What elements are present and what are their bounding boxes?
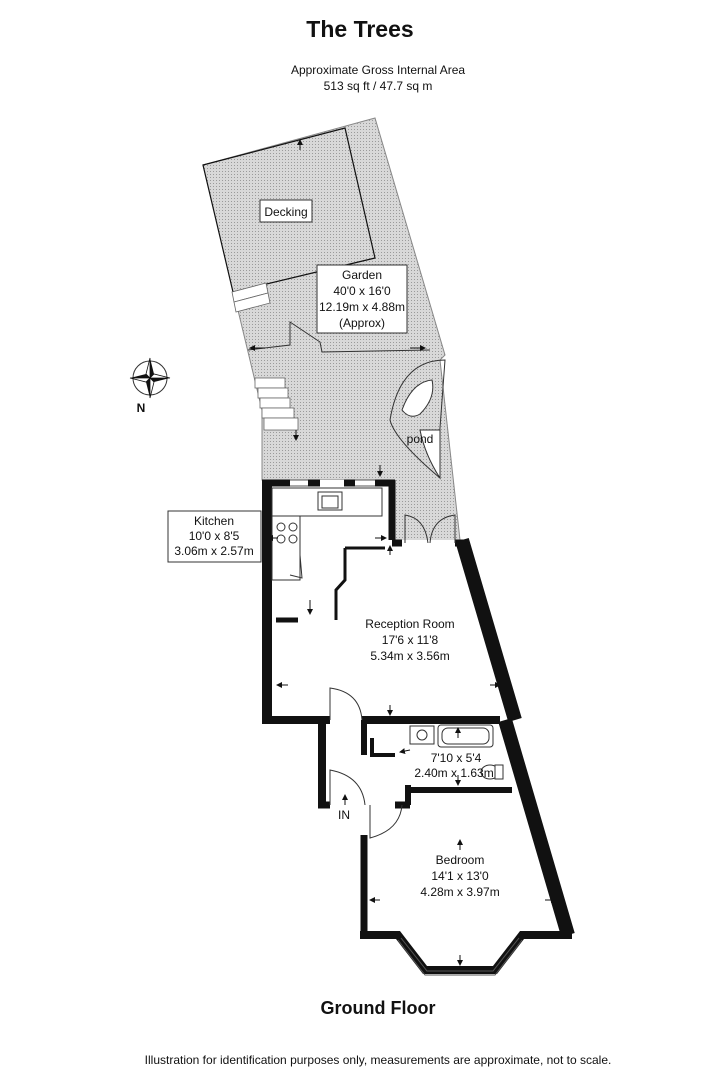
compass-icon	[129, 357, 171, 399]
bathroom-metric: 2.40m x 1.63m	[414, 766, 493, 780]
bathroom-imperial: 7'10 x 5'4	[431, 751, 482, 765]
garden-note: (Approx)	[339, 316, 385, 330]
garden-imperial: 40'0 x 16'0	[333, 284, 391, 298]
pond-label: pond	[407, 432, 434, 446]
plan-title: The Trees	[306, 16, 414, 42]
reception-name: Reception Room	[365, 617, 454, 631]
area-heading: Approximate Gross Internal Area	[290, 63, 466, 77]
reception-imperial: 17'6 x 11'8	[382, 633, 439, 647]
bedroom-metric: 4.28m x 3.97m	[420, 885, 499, 899]
garden-steps-lower	[254, 377, 299, 431]
doors	[289, 514, 456, 839]
kitchen-label-box	[167, 510, 262, 563]
garden-metric: 12.19m x 4.88m	[319, 300, 405, 314]
decking-label-box	[259, 199, 313, 223]
decking-label: Decking	[264, 205, 307, 219]
garden-label-box	[316, 264, 408, 334]
bay-window	[397, 937, 523, 976]
dimension-arrows	[249, 139, 557, 966]
compass-label: N	[137, 401, 146, 415]
floor-label: Ground Floor	[320, 998, 436, 1018]
area-value: 513 sq ft / 47.7 sq m	[323, 79, 433, 93]
walls	[262, 479, 575, 974]
kitchen-imperial: 10'0 x 8'5	[189, 529, 240, 543]
windows	[290, 479, 375, 487]
garden-name: Garden	[342, 268, 382, 282]
garden-steps-upper	[231, 282, 271, 313]
pond-water-lower	[419, 429, 441, 480]
disclaimer: Illustration for identification purposes…	[144, 1053, 612, 1067]
kitchen-name: Kitchen	[194, 514, 234, 528]
kitchen-metric: 3.06m x 2.57m	[174, 544, 253, 558]
garden-divider	[247, 321, 431, 353]
reception-metric: 5.34m x 3.56m	[370, 649, 449, 663]
bathroom-fittings	[409, 724, 504, 780]
pond-water	[401, 379, 434, 417]
kitchen-fittings	[271, 487, 383, 581]
bedroom-name: Bedroom	[436, 853, 485, 867]
entrance-label: IN	[338, 808, 350, 822]
pond-outline	[389, 359, 446, 480]
bedroom-imperial: 14'1 x 13'0	[431, 869, 489, 883]
